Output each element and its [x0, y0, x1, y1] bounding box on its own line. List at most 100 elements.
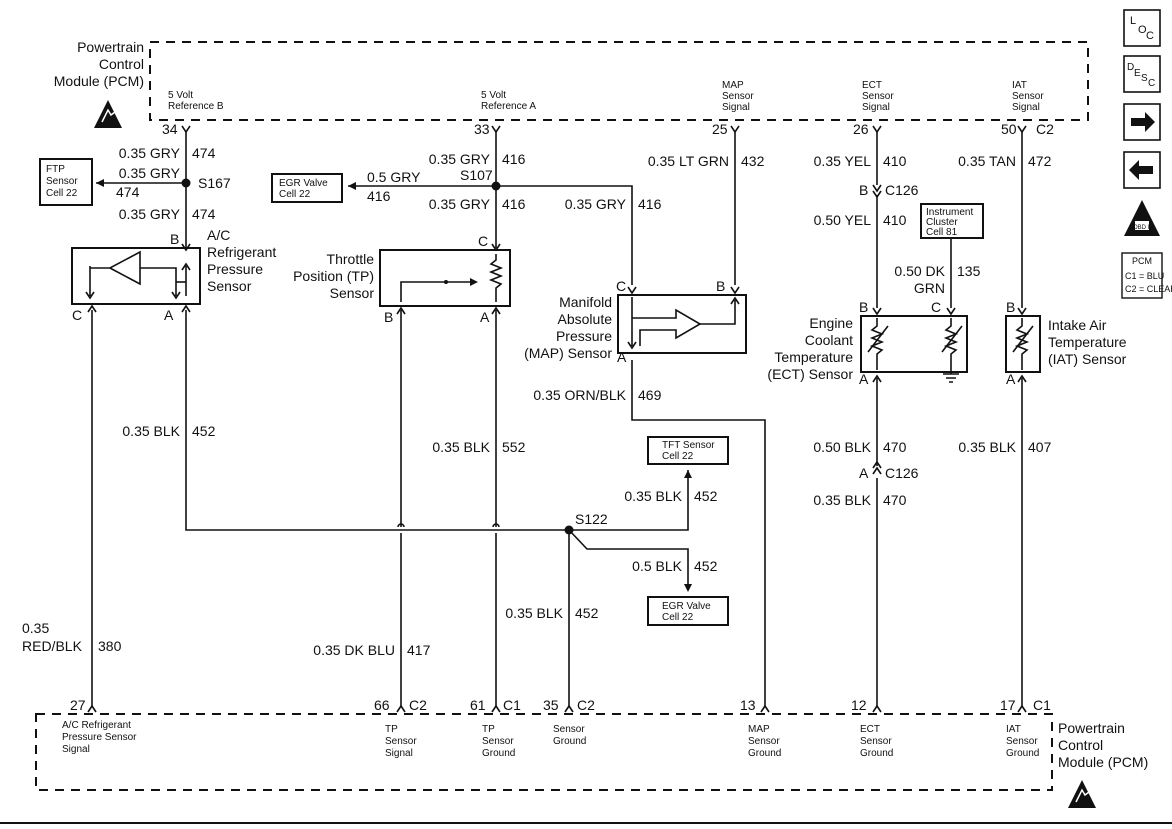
loc-letter-o: O [1138, 24, 1147, 36]
wire-432-color: 0.35 LT GRN [648, 153, 729, 169]
ac-label-1: A/C [207, 227, 230, 243]
pin-c2-a: C2 [409, 697, 427, 713]
bottom-ac-label-1: A/C Refrigerant [62, 720, 131, 731]
splice-s122-dot [564, 525, 574, 535]
wire-452-color-c: 0.5 BLK [632, 558, 682, 574]
arrow-to-ftp [96, 179, 104, 187]
wire-469-color: 0.35 ORN/BLK [533, 387, 626, 403]
map-label-4: (MAP) Sensor [524, 345, 612, 361]
ref-tft-label-2: Cell 22 [662, 451, 694, 462]
pin-13: 13 [740, 697, 756, 713]
wire-135-color-1: 0.50 DK [894, 263, 945, 279]
splice-s107-dot [491, 181, 501, 191]
next-page-button[interactable] [1123, 103, 1161, 141]
ect-signal-label-1: ECT [862, 80, 882, 91]
pin-25: 25 [712, 121, 728, 137]
wire-416-color-c: 0.35 GRY [429, 196, 491, 212]
wire-416-circuit-c: 416 [502, 196, 526, 212]
pin-35: 35 [543, 697, 559, 713]
tp-pin-c: C [478, 233, 488, 249]
legend-c2: C2 = CLEAR [1125, 284, 1172, 294]
bottom-iatg-label-3: Ground [1006, 748, 1039, 759]
bottom-ac-label-3: Signal [62, 744, 90, 755]
bottom-tps-label-3: Signal [385, 748, 413, 759]
wire-552-color: 0.35 BLK [432, 439, 490, 455]
pin-27: 27 [70, 697, 86, 713]
bottom-tpg-label-2: Sensor [482, 736, 514, 747]
wire-416-color-a: 0.35 GRY [429, 151, 491, 167]
iat-signal-label-3: Signal [1012, 102, 1040, 113]
pin-c2-b: C2 [577, 697, 595, 713]
ac-pressure-sensor: B C A A/C Refrigerant Pressure Sensor [71, 227, 276, 323]
pin-12: 12 [851, 697, 867, 713]
ac-pin-b: B [170, 231, 179, 247]
bottom-ectg-label-3: Ground [860, 748, 893, 759]
ref-ftp-label-1: FTP [46, 164, 65, 175]
bottom-sg-label-2: Ground [553, 736, 586, 747]
map-label-2: Absolute [558, 311, 613, 327]
wire-135-color-2: GRN [914, 280, 945, 296]
legend-title: PCM [1132, 256, 1152, 266]
pcm-top-label-3: Module (PCM) [54, 73, 144, 89]
pin-66: 66 [374, 697, 390, 713]
ac-label-4: Sensor [207, 278, 252, 294]
pin-33: 33 [474, 121, 490, 137]
iat-label-1: Intake Air [1048, 317, 1107, 333]
iat-signal-label-1: IAT [1012, 80, 1027, 91]
c126-chevrons [872, 184, 882, 475]
wire-474-color-b: 0.35 GRY [119, 165, 181, 181]
obd-ii-button[interactable]: OBD II [1124, 200, 1160, 236]
wire-474-circuit-c: 474 [192, 206, 216, 222]
prev-page-button[interactable] [1123, 151, 1161, 189]
ref-egr-valve-2[interactable]: EGR Valve Cell 22 [647, 596, 729, 626]
pin-26: 26 [853, 121, 869, 137]
ref-tft-label-1: TFT Sensor [662, 440, 715, 451]
ref-instrument-cluster[interactable]: Instrument Cluster Cell 81 [920, 203, 984, 239]
desc-letter-c: C [1148, 78, 1155, 89]
ref-ftp-sensor[interactable]: FTP Sensor Cell 22 [39, 158, 93, 206]
ref-egr-valve-1[interactable]: EGR Valve Cell 22 [271, 173, 343, 203]
tp-sensor: C B A Throttle Position (TP) Sensor [293, 233, 511, 325]
wire-470-color-a: 0.50 BLK [813, 439, 871, 455]
ref-inst-label-1: Instrument [926, 207, 973, 218]
c126-pin-a: A [859, 465, 869, 481]
ref-egr1-label-2: Cell 22 [279, 189, 311, 200]
pcm-top: Powertrain Control Module (PCM) [54, 39, 1089, 128]
wire-474-circuit-b: 474 [116, 184, 140, 200]
bottom-pin-chevrons [87, 704, 1027, 713]
ref-tft-sensor[interactable]: TFT Sensor Cell 22 [647, 436, 729, 465]
iat-pin-a: A [1006, 371, 1016, 387]
bottom-tps-label-1: TP [385, 724, 398, 735]
desc-letter-s: S [1141, 73, 1148, 84]
tp-label-1: Throttle [327, 251, 375, 267]
bottom-mapg-label-1: MAP [748, 724, 770, 735]
ac-label-3: Pressure [207, 261, 263, 277]
wire-552-circuit: 552 [502, 439, 526, 455]
ect-signal-label-3: Signal [862, 102, 890, 113]
c126-pin-b: B [859, 182, 868, 198]
ref-inst-label-3: Cell 81 [926, 227, 958, 238]
ref-egr1-label-1: EGR Valve [279, 178, 328, 189]
bottom-sg-label-1: Sensor [553, 724, 585, 735]
wire-470-color-b: 0.35 BLK [813, 492, 871, 508]
wire-417-color: 0.35 DK BLU [313, 642, 395, 658]
c126-lower: C126 [885, 465, 919, 481]
legend-c1: C1 = BLU [1125, 271, 1164, 281]
desc-letter-e: E [1134, 68, 1141, 79]
bottom-ac-label-2: Pressure Sensor [62, 732, 137, 743]
pin-34: 34 [162, 121, 178, 137]
wire-474-color-a: 0.35 GRY [119, 145, 181, 161]
desc-button[interactable]: D E S C [1123, 55, 1161, 93]
arrow-right-icon [1131, 112, 1155, 132]
wire-410-color-b: 0.50 YEL [814, 212, 872, 228]
wire-417-circuit: 417 [407, 642, 431, 658]
pin-61: 61 [470, 697, 486, 713]
loc-button[interactable]: L O C [1123, 9, 1161, 47]
ect-label-2: Coolant [805, 332, 853, 348]
pcm-bottom-label-1: Powertrain [1058, 720, 1125, 736]
ref-a-label-1: 5 Volt [481, 90, 506, 101]
map-pin-a: A [617, 349, 627, 365]
pcm-top-label-1: Powertrain [77, 39, 144, 55]
arrow-to-egr1 [348, 182, 356, 190]
